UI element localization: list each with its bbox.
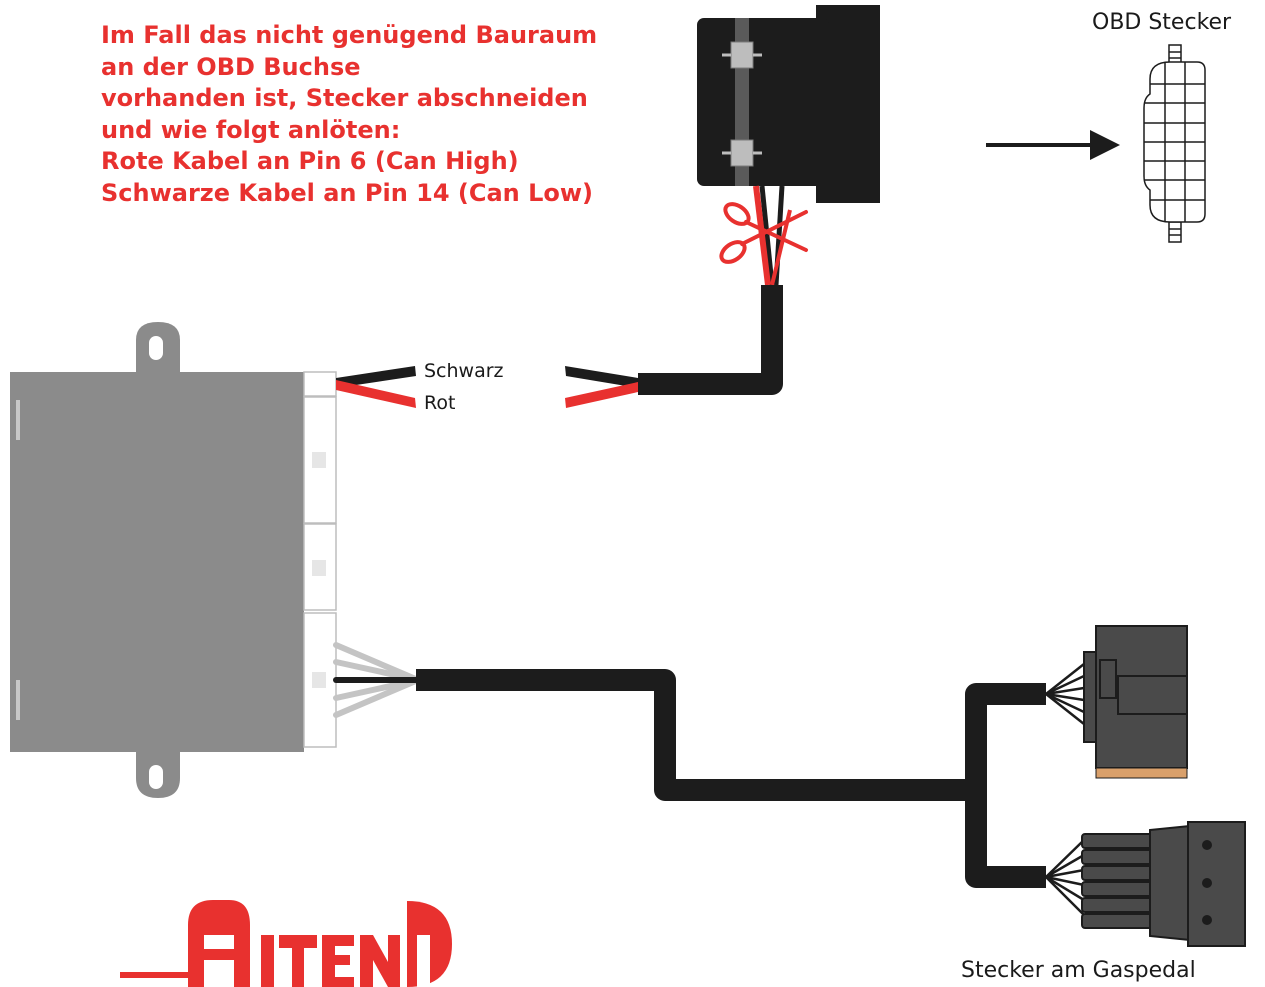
obd-cable [638, 285, 783, 395]
instruction-line: Rote Kabel an Pin 6 (Can High) [101, 147, 519, 175]
obd-socket-connector [697, 5, 880, 203]
control-module [10, 322, 337, 798]
obd-connector-label: OBD Stecker [1092, 10, 1232, 35]
module-can-wires [336, 366, 416, 408]
instruction-line: Im Fall das nicht genügend Bauraum [101, 21, 598, 49]
pedal-connector-lower [1081, 821, 1246, 947]
pedal-cable-split [965, 683, 1046, 888]
instruction-line: Schwarze Kabel an Pin 14 (Can Low) [101, 178, 594, 207]
altendorf-logo [120, 900, 452, 987]
cut-instructions: Im Fall das nicht genügend Bauraum an de… [101, 20, 597, 209]
red-wire-label: Rot [424, 392, 456, 414]
module-pedal-wire-fan [333, 642, 421, 718]
instruction-line: vorhanden ist, Stecker abschneiden [101, 84, 588, 112]
pedal-cable [416, 669, 976, 801]
pedal-connector-lower-wires [1045, 839, 1085, 916]
instruction-line: an der OBD Buchse [101, 52, 361, 81]
arrow-right-icon [986, 130, 1120, 160]
pedal-connector-upper-wires [1045, 663, 1085, 725]
black-wire-label: Schwarz [424, 360, 504, 382]
pedal-connector-upper [1083, 625, 1188, 779]
pedal-connector-label: Stecker am Gaspedal [961, 958, 1196, 983]
scissors-icon [719, 202, 808, 264]
obd-plug-connector [1143, 44, 1206, 243]
obd-cable-wire-ends [565, 366, 638, 408]
instruction-line: und wie folgt anlöten: [101, 115, 401, 144]
